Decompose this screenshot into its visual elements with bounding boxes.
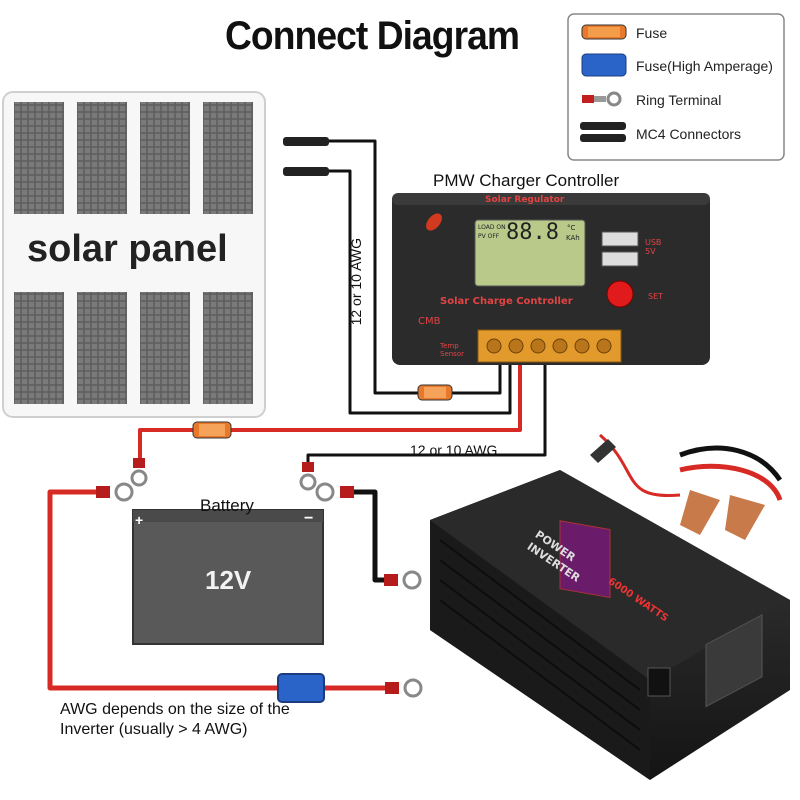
controller-set-label: SET (648, 292, 664, 301)
battery-plus: + (135, 512, 144, 528)
lcd-digits: 88.8 (506, 220, 559, 245)
controller-cmb: CMB (418, 316, 441, 327)
controller-name: Solar Charge Controller (440, 296, 573, 307)
fuse-controller (417, 384, 453, 401)
battery-label: Battery (200, 496, 254, 515)
solar-panel (2, 91, 266, 418)
battery-voltage: 12V (205, 565, 252, 595)
lcd-pv: PV OFF (478, 233, 500, 240)
power-inverter (430, 433, 790, 780)
legend-box (567, 13, 785, 161)
fuse-high-amperage (277, 673, 325, 703)
wires (47, 137, 547, 691)
solar-panel-label: solar panel (27, 228, 228, 270)
controller-usb-label: USB 5V (645, 238, 662, 256)
lcd-unit-c: °C (567, 224, 576, 232)
battery (132, 509, 324, 645)
lcd-load: LOAD ON (478, 224, 506, 231)
legend-fuse-high-label: Fuse(High Amperage) (636, 58, 773, 74)
controller-brand: Solar Regulator (485, 195, 565, 205)
awg-label-vertical: 12 or 10 AWG (348, 238, 364, 326)
legend-fuse-label: Fuse (636, 25, 668, 41)
lcd-unit-kah: KAh (566, 234, 580, 242)
diagram-title: Connect Diagram (225, 14, 520, 58)
legend-mc4-label: MC4 Connectors (636, 126, 742, 142)
controller-caption: PMW Charger Controller (433, 171, 620, 190)
awg-label-horizontal: 12 or 10 AWG (410, 442, 498, 458)
ring-terminals (96, 458, 423, 698)
fuse-battery (192, 421, 232, 439)
battery-minus: − (304, 510, 314, 527)
charge-controller (392, 193, 710, 365)
awg-note: AWG depends on the size of the Inverter … (60, 701, 290, 738)
legend-ring-terminal-label: Ring Terminal (636, 92, 722, 108)
controller-temp-sensor: Temp Sensor (440, 342, 464, 358)
